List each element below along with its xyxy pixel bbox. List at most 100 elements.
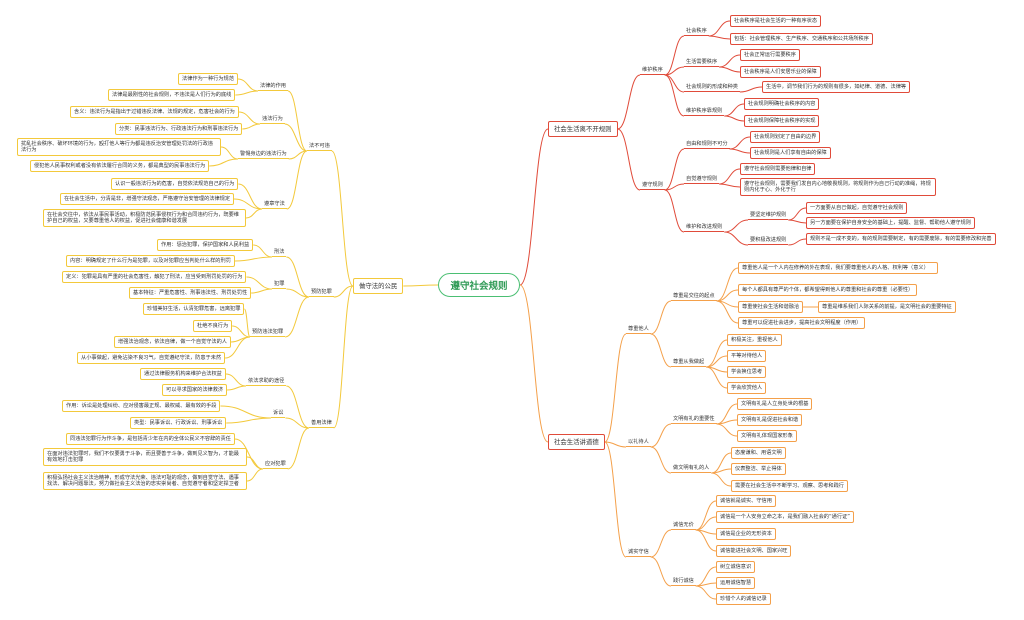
node-prevent-illegal-crime[interactable]: 预防违法犯罪 bbox=[250, 329, 286, 337]
connector bbox=[650, 300, 672, 335]
node-litigation[interactable]: 诉讼 bbox=[271, 410, 286, 418]
leaf: 运用诚信智慧 bbox=[716, 577, 756, 589]
node-fight-crime[interactable]: 应对犯罪 bbox=[263, 461, 288, 469]
connector bbox=[664, 148, 685, 191]
branch-rules[interactable]: 社会生活离不开规则 bbox=[548, 121, 618, 137]
leaf: 文明有礼是人立身处世的根基 bbox=[737, 398, 813, 410]
connector bbox=[695, 500, 717, 531]
node-social-order[interactable]: 社会秩序 bbox=[684, 28, 709, 36]
leaf: 社会规则保障社会秩序的实现 bbox=[744, 115, 820, 127]
leaf: 同违法犯罪行为作斗争，是包括青少年在内的全体公民义不容辞的责任 bbox=[66, 433, 235, 445]
connector bbox=[695, 516, 717, 531]
node-courtesy-importance[interactable]: 文明有礼的重要性 bbox=[671, 416, 717, 424]
node-honesty[interactable]: 诚实守信 bbox=[626, 549, 651, 557]
node-law-role[interactable]: 法律的作用 bbox=[258, 83, 288, 91]
leaf: 积极关注，重视他人 bbox=[727, 334, 782, 346]
connector bbox=[245, 208, 263, 219]
leaf: 珍惜个人的诚信记录 bbox=[716, 593, 771, 605]
node-criminal-law[interactable]: 刑法 bbox=[272, 249, 287, 257]
node-improve-rules[interactable]: 要积极改进规则 bbox=[748, 237, 789, 245]
connector bbox=[285, 417, 310, 429]
connector bbox=[604, 441, 627, 448]
connector bbox=[284, 123, 308, 152]
connector bbox=[235, 90, 259, 96]
leaf: 作用：惩治犯罪，保护国家和人民利益 bbox=[157, 239, 254, 251]
connector bbox=[719, 168, 741, 185]
connector bbox=[604, 441, 627, 558]
leaf: 每个人都具有尊严的个体，都希望得到他人的尊重和社会的尊重（必要性） bbox=[738, 284, 918, 296]
connector bbox=[788, 207, 807, 221]
connector bbox=[664, 183, 685, 191]
connector bbox=[242, 123, 261, 130]
connector bbox=[664, 66, 685, 76]
leaf: 尊重是维系我们人际关系的前提，是文明社会的重要特征 bbox=[818, 301, 956, 313]
node-illegal-acts[interactable]: 违法行为 bbox=[260, 116, 285, 124]
node-maintain-improve[interactable]: 维护和改进规则 bbox=[684, 224, 725, 232]
node-courtesy[interactable]: 以礼待人 bbox=[626, 439, 651, 447]
leaf: 在社会交往中，依法从事民事活动，积极防范民事侵权行为和合同违约行为，既要维护自己… bbox=[43, 209, 246, 227]
leaf: 定义：犯罪是具有严重的社会危害性，触犯了刑法，应当受到刑罚处罚的行为 bbox=[62, 271, 247, 283]
leaf: 尊重可以促进社会进步，提高社会文明程度（作用） bbox=[738, 317, 866, 329]
node-freedom-rules[interactable]: 自由和规则不可分 bbox=[684, 141, 730, 149]
node-practice-honesty[interactable]: 践行诚信 bbox=[671, 578, 696, 586]
leaf: 扰乱社会秩序、破坏环境的行为，殴打他人等行为都是违反治安管理处罚法的行政违法行为 bbox=[17, 138, 221, 156]
leaf: 生活中，调节我们行为的规则有很多，如纪律、道德、法律等 bbox=[762, 81, 911, 93]
connector bbox=[708, 35, 731, 40]
node-rules-maintain[interactable]: 维护秩序靠规则 bbox=[684, 108, 725, 116]
node-respect-myself[interactable]: 尊重从我做起 bbox=[671, 359, 707, 367]
connector bbox=[243, 308, 251, 338]
node-respect-others[interactable]: 尊重他人 bbox=[626, 326, 651, 334]
node-be-courteous[interactable]: 做文明有礼的人 bbox=[671, 465, 712, 473]
connector bbox=[719, 183, 741, 188]
leaf: 社会秩序是人们安居乐业的保障 bbox=[740, 66, 821, 78]
connector bbox=[234, 198, 263, 210]
branch-morality[interactable]: 社会生活讲道德 bbox=[548, 434, 605, 450]
connector bbox=[246, 456, 264, 470]
connector bbox=[209, 158, 239, 167]
connector bbox=[225, 373, 247, 387]
leaf: 可以寻求国家的法律救济 bbox=[162, 384, 228, 396]
node-respect-start[interactable]: 尊重是交往的起点 bbox=[671, 293, 717, 301]
node-beware-illegal[interactable]: 警惕身边的违法行为 bbox=[238, 151, 289, 159]
connector bbox=[220, 405, 272, 419]
connector bbox=[286, 256, 310, 298]
node-seek-help[interactable]: 依法求助的途径 bbox=[246, 378, 287, 386]
leaf: 在社会生活中，分清是非，增强守法观念，严格遵守治安管理的法律规定 bbox=[60, 193, 235, 205]
connector bbox=[519, 284, 549, 443]
node-life-needs-order[interactable]: 生活需要秩序 bbox=[684, 59, 720, 67]
node-obey-rules[interactable]: 遵守规则 bbox=[640, 182, 665, 190]
node-honesty-priceless[interactable]: 诚信无价 bbox=[671, 522, 696, 530]
node-firmly-maintain[interactable]: 要坚定维护规则 bbox=[748, 212, 789, 220]
connector bbox=[604, 333, 627, 443]
leaf: 社会正常运行需要秩序 bbox=[740, 49, 800, 61]
connector bbox=[286, 150, 308, 210]
node-maintain-order[interactable]: 维护秩序 bbox=[640, 67, 665, 75]
connector bbox=[650, 556, 672, 587]
node-law-inviolable[interactable]: 法不可违 bbox=[307, 143, 332, 151]
leaf: 杜绝不良行为 bbox=[193, 320, 233, 332]
node-prevent-crime[interactable]: 预防犯罪 bbox=[309, 289, 334, 297]
connector bbox=[724, 115, 745, 122]
root-node[interactable]: 遵守社会规则 bbox=[438, 273, 520, 297]
connector bbox=[237, 78, 259, 92]
connector bbox=[664, 74, 685, 93]
node-obey-law[interactable]: 遵章守法 bbox=[262, 201, 287, 209]
connector bbox=[695, 529, 717, 552]
connector bbox=[284, 296, 310, 338]
connector bbox=[706, 339, 728, 368]
node-crime[interactable]: 犯罪 bbox=[272, 281, 287, 289]
node-rules-types[interactable]: 社会规则的形成和种类 bbox=[684, 84, 740, 92]
leaf: 一方面要从自己做起，自觉遵守社会规则 bbox=[806, 202, 908, 214]
leaf: 态度谦和、用语文明 bbox=[731, 447, 786, 459]
leaf: 文明有礼体现国家形象 bbox=[737, 430, 797, 442]
connector bbox=[331, 150, 354, 287]
leaf: 需要在社会生活中不断学习、观察、思考和践行 bbox=[731, 480, 848, 492]
connector bbox=[333, 285, 354, 429]
node-self-obey[interactable]: 自觉遵守规则 bbox=[684, 176, 720, 184]
branch-law[interactable]: 做守法的公民 bbox=[353, 278, 404, 294]
connector bbox=[739, 86, 763, 93]
connector bbox=[286, 385, 310, 429]
node-use-law[interactable]: 善用法律 bbox=[309, 420, 334, 428]
leaf: 社会规则是人们享有自由的保障 bbox=[750, 147, 831, 159]
